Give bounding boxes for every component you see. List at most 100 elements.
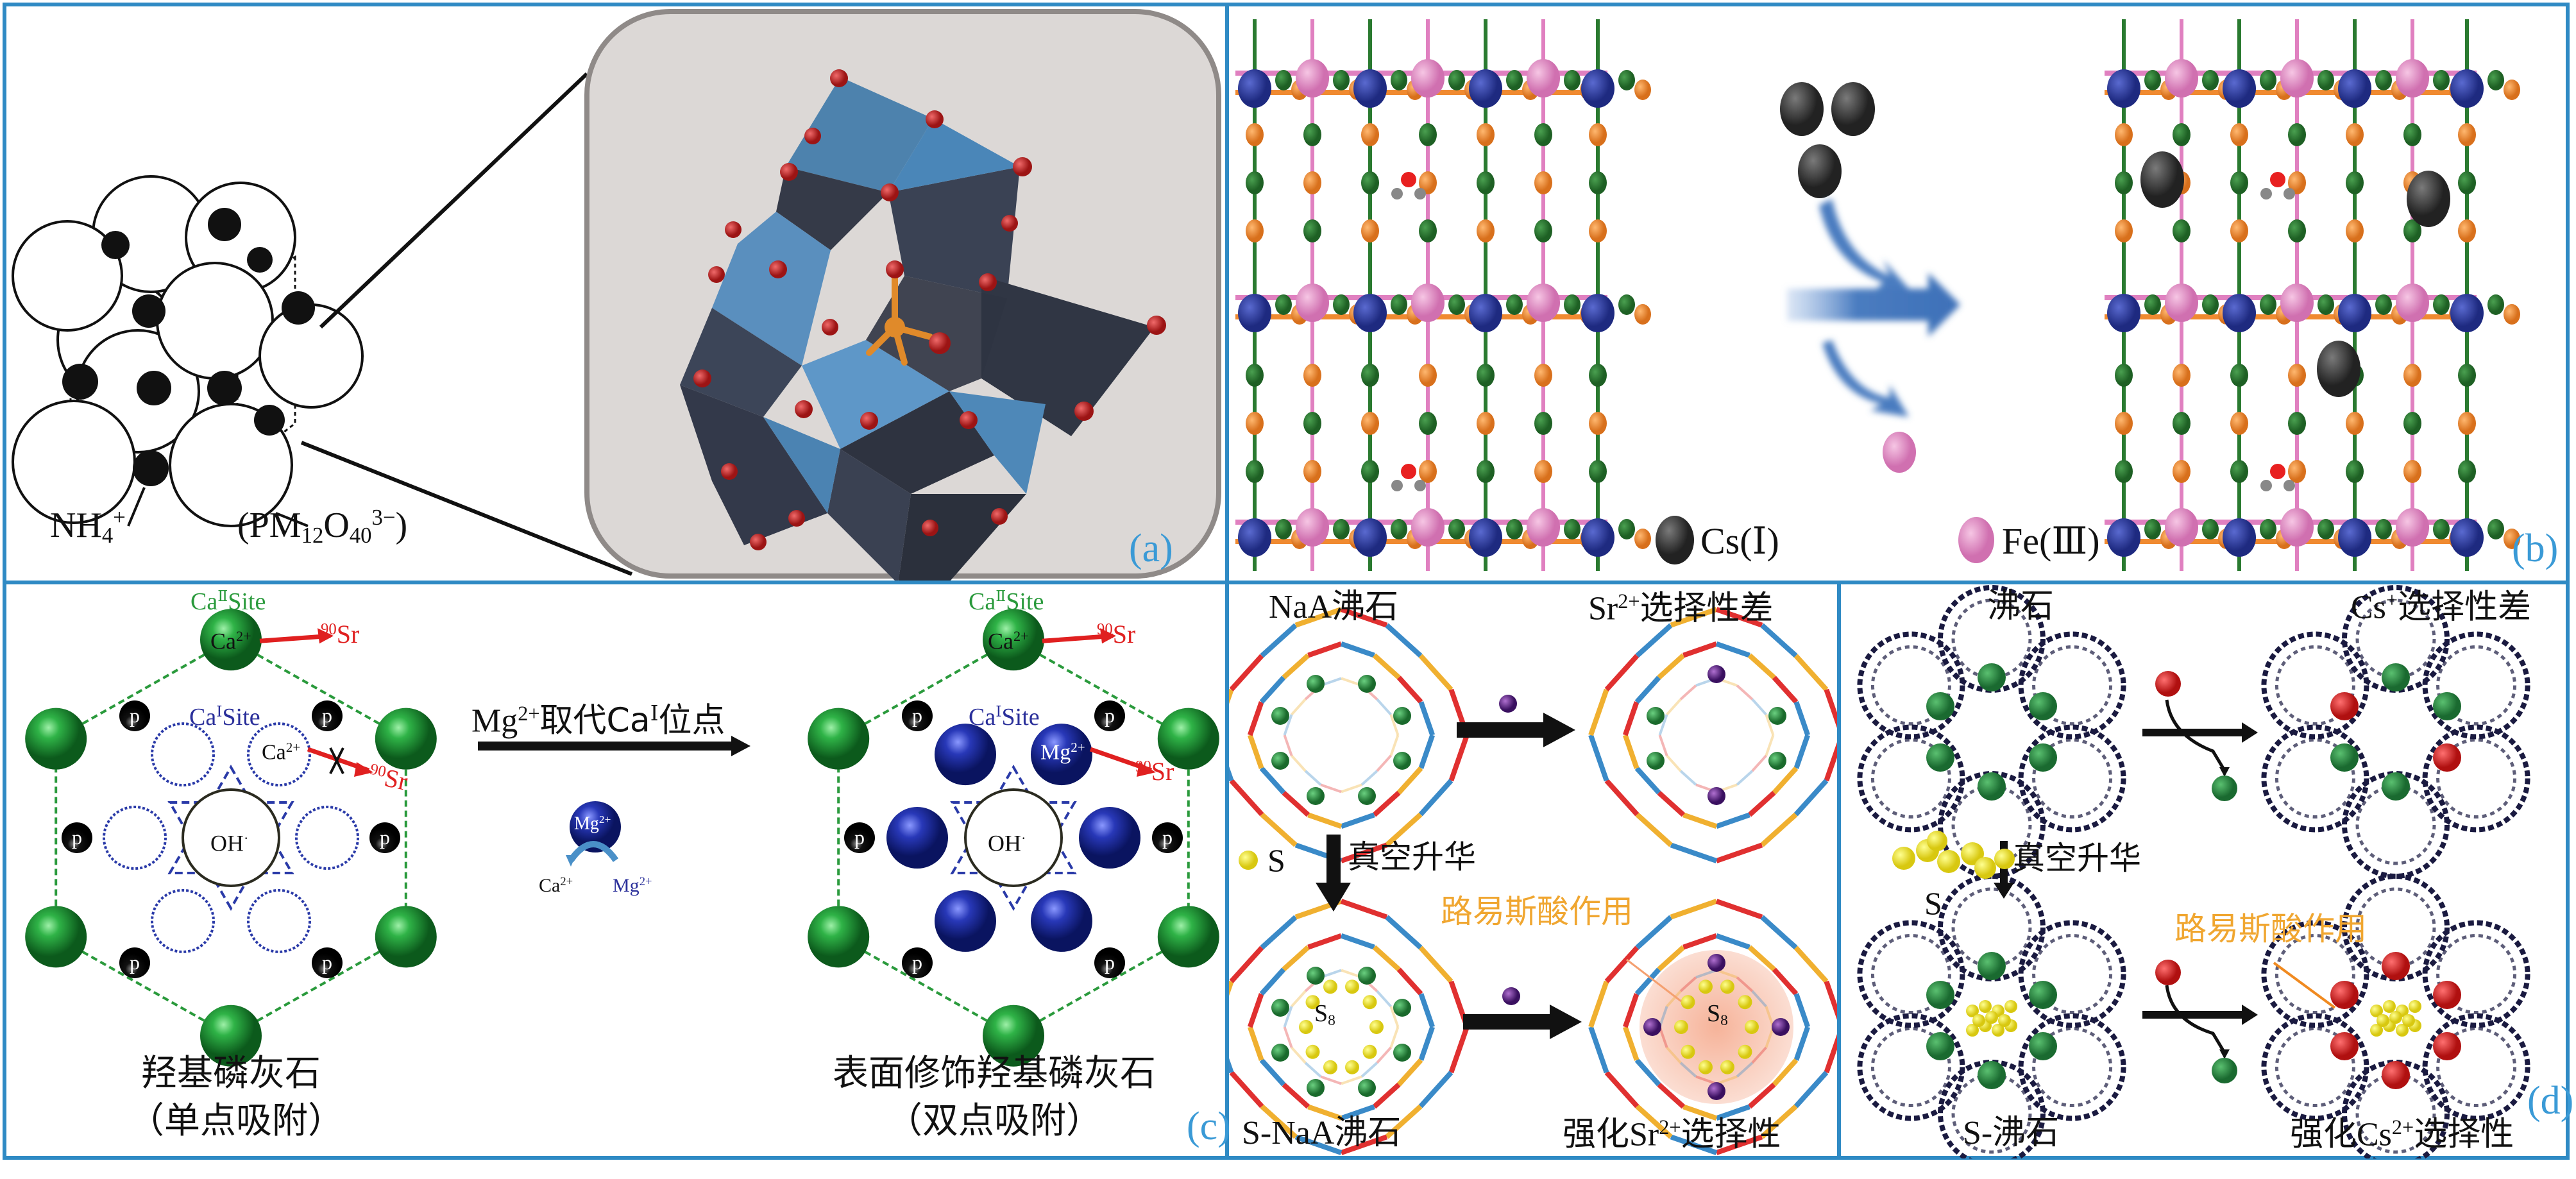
sodalite-cage-inner: [2275, 1027, 2355, 1107]
na-ion: [1768, 752, 1786, 770]
framework-bond: [1657, 790, 1686, 817]
framework-bond: [1360, 1062, 1378, 1078]
ca2-ion: [375, 708, 437, 770]
sodalite-cage: [2261, 920, 2369, 1028]
right-ca1-site-label: CaⅠSite: [969, 704, 1040, 729]
framework-bond: [1747, 653, 1776, 680]
naa-lewis-label: 路易斯酸作用: [1441, 893, 1633, 930]
framework-bond: [1588, 980, 1609, 1028]
ion-sup: 2+: [285, 740, 301, 755]
framework-bond: [1765, 1006, 1775, 1028]
ca2-ion: [983, 1005, 1044, 1067]
naa-sublimation-arrow: [1316, 835, 1351, 912]
linker-atom: [1361, 219, 1379, 242]
sr-ion: [1707, 665, 1725, 683]
caption-line1: 羟基磷灰石: [141, 1053, 321, 1094]
framework-bond: [1682, 812, 1718, 829]
sodalite-cage-inner: [2275, 738, 2355, 819]
framework-bond: [1304, 1062, 1322, 1078]
panel-a: NH4+ (PM12O403−) (a): [6, 6, 1225, 581]
linker-atom: [2230, 219, 2248, 242]
caption-line2: （双点吸附）: [886, 1100, 1102, 1142]
sulfur-atom: [1699, 1060, 1713, 1074]
linker-atom: [2433, 519, 2450, 539]
framework-bond: [1772, 967, 1799, 996]
site-text: 位点: [658, 701, 725, 740]
linker-atom: [1391, 294, 1407, 315]
sodalite-cage: [2261, 1013, 2369, 1121]
linker-atom: [2115, 123, 2133, 146]
sodalite-cage: [2422, 1013, 2530, 1121]
label-polyanion: (PM12O403−): [237, 506, 407, 547]
framework-bond: [1682, 1104, 1718, 1121]
fe-node: [2165, 284, 2198, 322]
water-oxygen: [2270, 172, 2285, 187]
left-ca2-site-label: CaⅡSite: [191, 589, 266, 614]
panel-b: Cs(Ⅰ) Fe(Ⅲ) (b): [1229, 6, 2570, 581]
co-node: [1581, 518, 1614, 557]
framework-bond: [1307, 812, 1343, 829]
naa-top-left-label: NaA沸石: [1269, 589, 1399, 625]
linker-atom: [2144, 519, 2161, 539]
linker-atom: [1477, 123, 1495, 146]
sr-isotope: 90: [1097, 620, 1113, 638]
ca2-ion: [25, 906, 87, 968]
framework-bond: [1389, 1006, 1400, 1028]
oh-channel: [964, 788, 1063, 887]
co-node: [1353, 69, 1387, 108]
sulfur-atom: [1738, 1044, 1752, 1059]
linker-atom: [2458, 219, 2476, 242]
sulfur-atom: [1323, 980, 1338, 994]
na-ion: [1307, 967, 1325, 985]
sodalite-cage: [2018, 724, 2126, 833]
sulfur-atom: [2370, 1024, 2383, 1037]
sr-ion: [1772, 1018, 1790, 1036]
ca-text: Ca: [539, 875, 561, 897]
linker-atom: [1506, 70, 1523, 90]
framework-bond: [1418, 654, 1453, 691]
phosphate-group: [902, 700, 933, 731]
co-node: [1469, 69, 1502, 108]
framework-bond: [1229, 1058, 1234, 1074]
fe-node: [1411, 284, 1445, 322]
sulfur-atom: [1305, 995, 1320, 1010]
sulfur-atom: [1344, 1060, 1359, 1074]
water-hydrogen: [1391, 480, 1403, 491]
mg-sup: 2+: [598, 813, 611, 826]
enhance-text: 强化Cs: [2290, 1116, 2392, 1153]
na-ion: [2330, 743, 2359, 772]
na-ion: [1307, 787, 1325, 805]
sr-exchange-arrow-outer: [259, 633, 331, 643]
framework-bond: [1604, 654, 1640, 691]
na-ion: [1307, 1079, 1325, 1097]
linker-atom: [2346, 123, 2364, 146]
framework-bond: [1751, 698, 1767, 716]
framework-bond: [1340, 812, 1375, 829]
linker-atom: [1246, 219, 1264, 242]
linker-atom: [2260, 519, 2276, 539]
framework-bond: [1736, 976, 1754, 992]
framework-bond: [1824, 742, 1837, 782]
na-ion: [1271, 999, 1289, 1017]
incoming-sr-ion: [1499, 695, 1517, 713]
ca1-site-vacancy: [295, 806, 359, 870]
linker-atom: [1477, 364, 1495, 387]
linker-atom: [2403, 364, 2421, 387]
sulfur-chain-icon: [1892, 831, 2015, 879]
ammonium-text: NH: [50, 505, 102, 546]
framework-bond: [1360, 770, 1378, 786]
linker-atom: [1589, 412, 1607, 435]
sodalite-cage: [2342, 874, 2450, 981]
framework-bond: [1793, 654, 1829, 691]
sodalite-cage: [2018, 631, 2126, 740]
framework-bond: [1793, 734, 1811, 769]
framework-bond: [1291, 698, 1307, 716]
framework-bond: [1634, 766, 1661, 795]
sodalite-cage-inner: [1870, 645, 1951, 725]
framework-bond: [1283, 734, 1293, 756]
sodalite-cage-inner: [1951, 1073, 2032, 1154]
phosphate-label: p: [130, 951, 140, 974]
na-ion: [2382, 772, 2410, 801]
mg-sup: 2+: [639, 875, 652, 888]
na-ion: [1393, 752, 1411, 770]
